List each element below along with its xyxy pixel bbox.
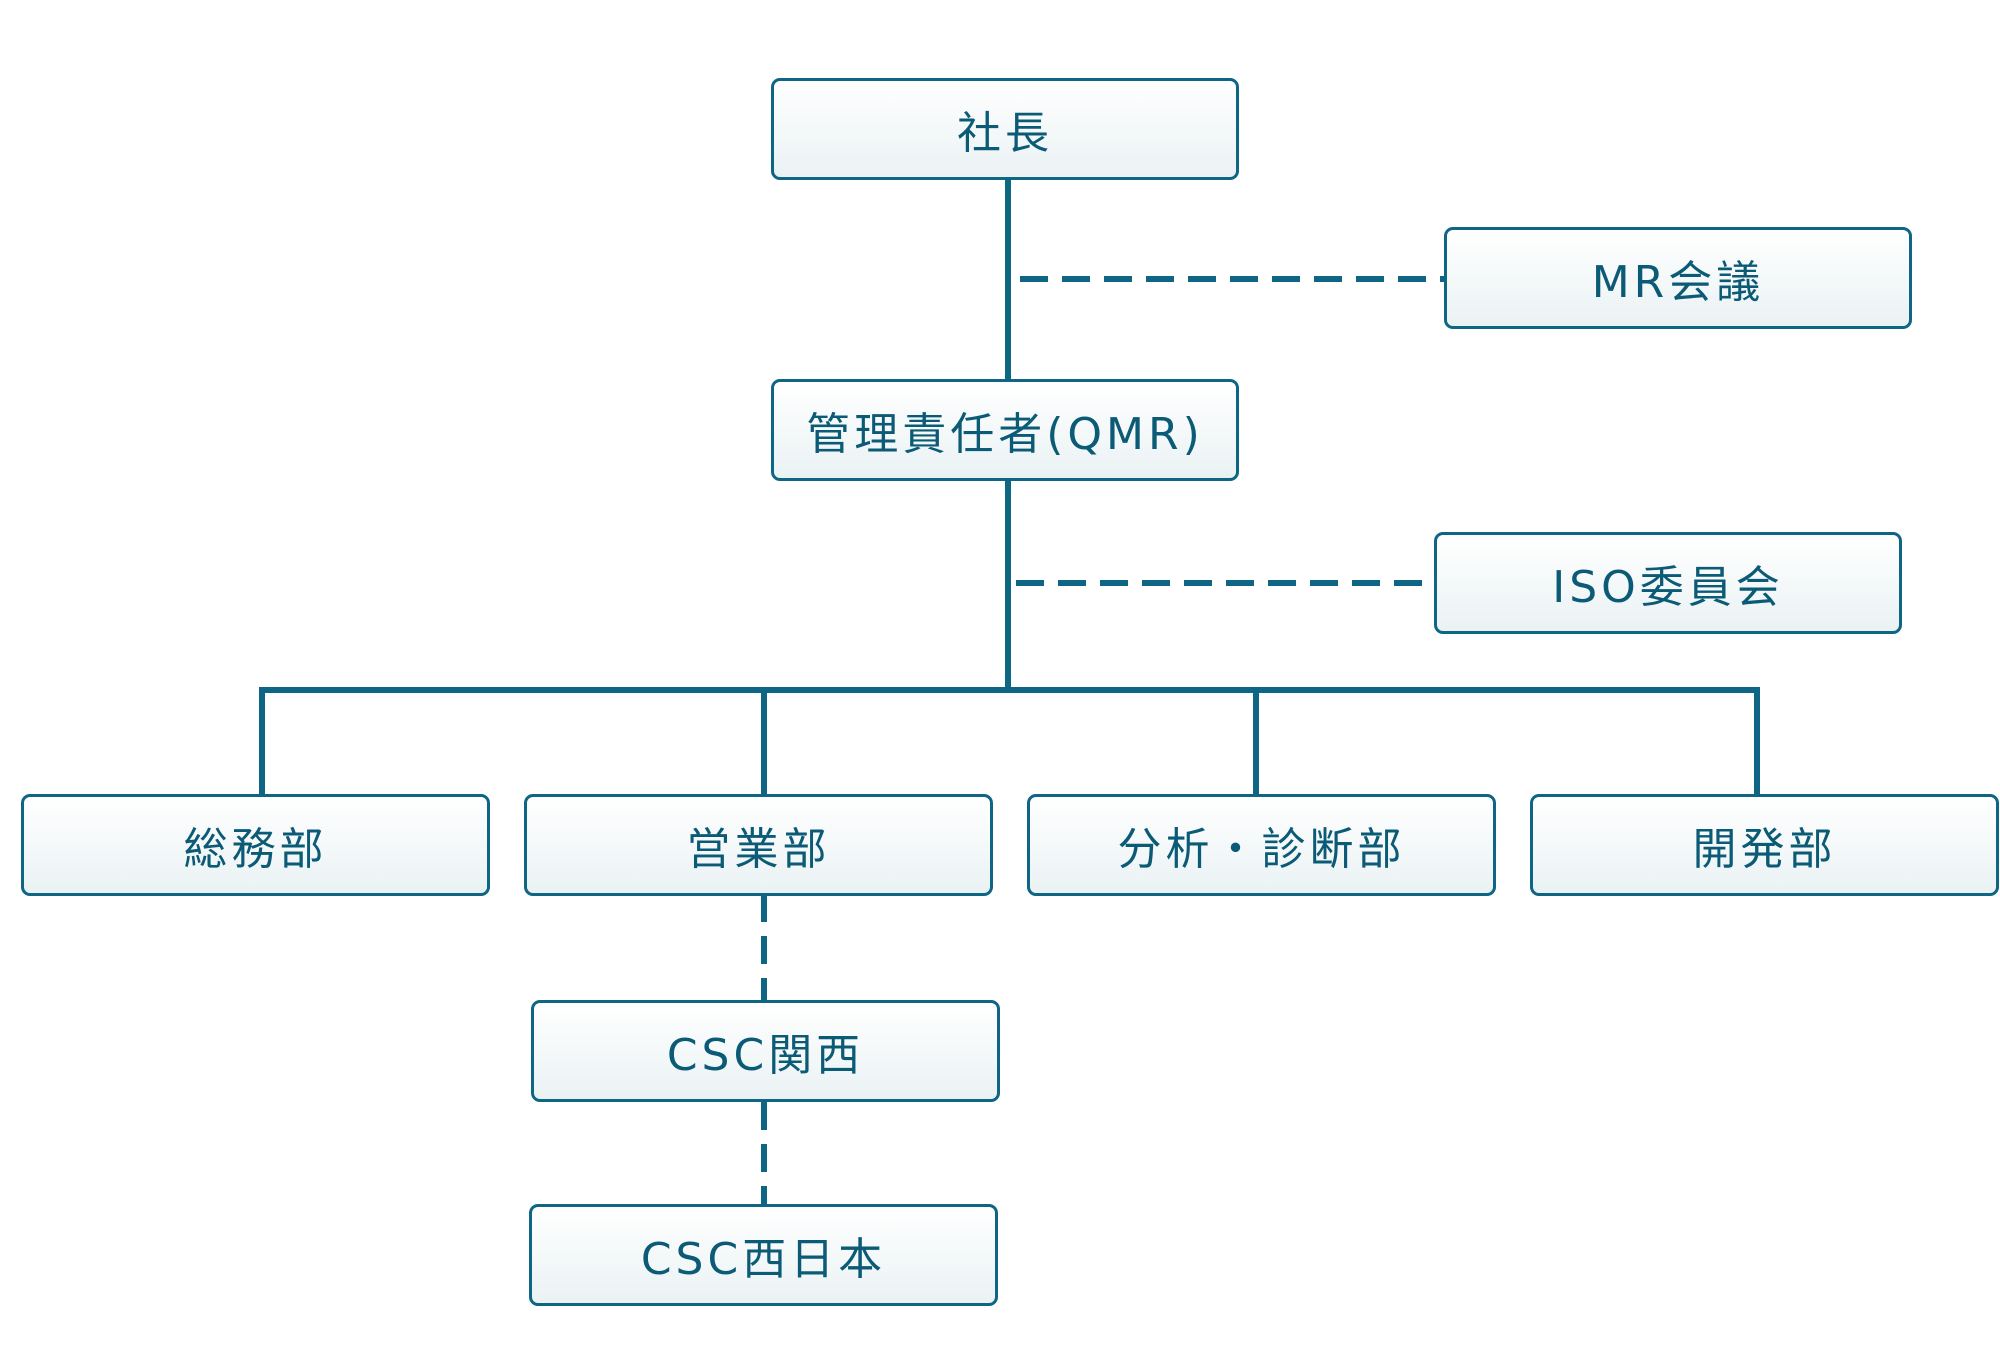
node-president-label: 社長 bbox=[957, 108, 1053, 159]
node-sales: 営業部 bbox=[524, 794, 993, 896]
node-csc-kansai-label: CSC関西 bbox=[666, 1030, 865, 1081]
node-csc-kansai: CSC関西 bbox=[531, 1000, 1000, 1102]
node-csc-nishinihon-label: CSC西日本 bbox=[640, 1234, 887, 1285]
node-analysis: 分析・診断部 bbox=[1027, 794, 1496, 896]
node-general-affairs: 総務部 bbox=[21, 794, 490, 896]
node-sales-label: 営業部 bbox=[686, 824, 831, 875]
node-development-label: 開発部 bbox=[1692, 824, 1837, 875]
node-qmr: 管理責任者(QMR) bbox=[771, 379, 1239, 481]
node-president: 社長 bbox=[771, 78, 1239, 180]
node-qmr-label: 管理責任者(QMR) bbox=[806, 409, 1204, 460]
node-mr-meeting-label: MR会議 bbox=[1591, 257, 1765, 308]
node-iso-committee: ISO委員会 bbox=[1434, 532, 1902, 634]
node-mr-meeting: MR会議 bbox=[1444, 227, 1912, 329]
node-csc-nishinihon: CSC西日本 bbox=[529, 1204, 998, 1306]
node-iso-committee-label: ISO委員会 bbox=[1552, 562, 1784, 613]
node-general-affairs-label: 総務部 bbox=[183, 824, 328, 875]
node-development: 開発部 bbox=[1530, 794, 1999, 896]
node-analysis-label: 分析・診断部 bbox=[1117, 824, 1406, 875]
